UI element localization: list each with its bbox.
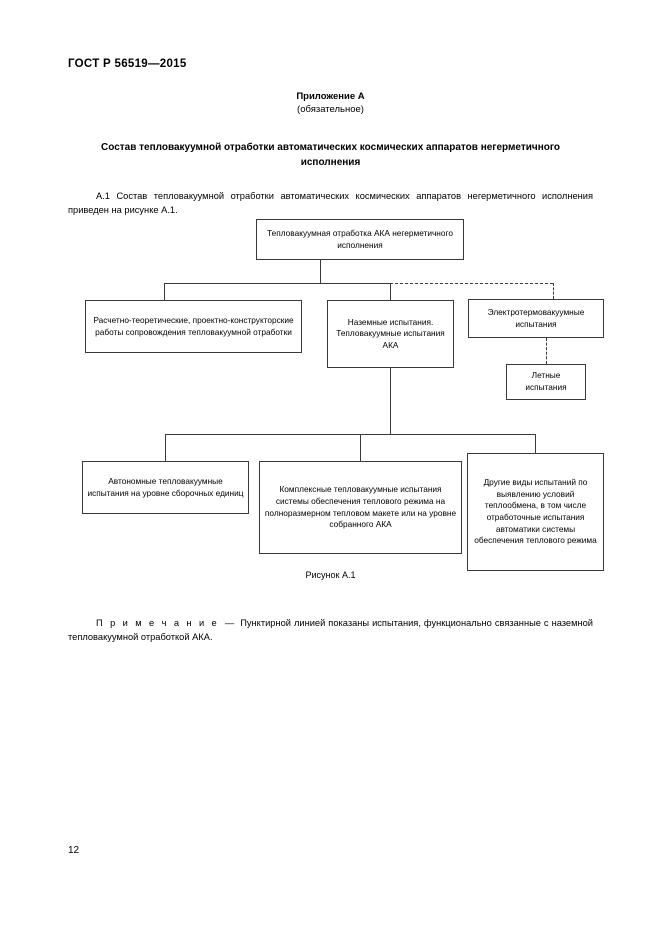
note-paragraph: П р и м е ч а н и е — Пунктирной линией … bbox=[68, 617, 593, 644]
connector-level2-bus-solid bbox=[164, 283, 392, 284]
figure-box-ground-tests-label: Наземные испытания. Тепловакуумные испыт… bbox=[336, 316, 445, 350]
figure-box-ground-tests: Наземные испытания. Тепловакуумные испыт… bbox=[327, 300, 454, 368]
connector-drop-autonomous bbox=[165, 434, 166, 461]
document-header: ГОСТ Р 56519—2015 bbox=[68, 58, 187, 70]
note-dash: — bbox=[218, 618, 241, 629]
connector-drop-electro-thermal bbox=[553, 283, 554, 299]
figure-box-complex-tests-label: Комплексные тепловакуумные испытания сис… bbox=[264, 484, 457, 530]
page-number: 12 bbox=[68, 845, 80, 856]
figure-box-autonomous-tests: Автономные тепловакуумные испытания на у… bbox=[82, 461, 249, 514]
connector-root-stem bbox=[320, 260, 321, 283]
annex-label: Приложение А bbox=[296, 91, 365, 102]
figure-box-complex-tests: Комплексные тепловакуумные испытания сис… bbox=[259, 461, 462, 554]
connector-ground-tests-stem bbox=[390, 368, 391, 434]
connector-drop-complex bbox=[360, 434, 361, 461]
note-text: Пунктирной линией показаны испытания, фу… bbox=[68, 618, 593, 642]
figure-box-other-tests: Другие виды испытаний по выявлению услов… bbox=[467, 453, 604, 571]
figure-box-design-work-label: Расчетно-теоретические, проектно-констру… bbox=[93, 314, 294, 337]
figure-a1: Тепловакуумная отработка АКА негерметичн… bbox=[82, 219, 604, 580]
connector-drop-design-work bbox=[164, 283, 165, 300]
connector-electro-thermal-to-flight bbox=[546, 338, 547, 364]
figure-box-electro-thermal-vacuum-label: Электротермовакуумные испытания bbox=[487, 306, 585, 329]
connector-level2-bus-dashed bbox=[390, 283, 553, 284]
intro-paragraph-text: А.1 Состав тепловакуумной отработки авто… bbox=[68, 191, 593, 215]
figure-box-flight-tests: Летные испытания bbox=[506, 364, 586, 400]
figure-box-root-label: Тепловакуумная отработка АКА негерметичн… bbox=[267, 227, 453, 250]
note-label: П р и м е ч а н и е bbox=[96, 618, 219, 629]
figure-box-flight-tests-label: Летные испытания bbox=[525, 370, 567, 392]
connector-drop-ground-tests bbox=[390, 283, 391, 300]
connector-drop-other bbox=[535, 434, 536, 453]
annex-title: Состав тепловакуумной отработки автомати… bbox=[101, 142, 560, 168]
figure-box-root: Тепловакуумная отработка АКА негерметичн… bbox=[256, 219, 464, 260]
figure-box-autonomous-tests-label: Автономные тепловакуумные испытания на у… bbox=[87, 475, 244, 498]
figure-box-electro-thermal-vacuum: Электротермовакуумные испытания bbox=[468, 299, 604, 338]
intro-paragraph: А.1 Состав тепловакуумной отработки авто… bbox=[68, 190, 593, 217]
figure-box-design-work: Расчетно-теоретические, проектно-констру… bbox=[85, 300, 302, 353]
figure-box-other-tests-label: Другие виды испытаний по выявлению услов… bbox=[474, 477, 597, 546]
annex-kind: (обязательное) bbox=[297, 104, 364, 115]
figure-caption: Рисунок А.1 bbox=[305, 570, 356, 580]
connector-level3-bus bbox=[165, 434, 535, 435]
